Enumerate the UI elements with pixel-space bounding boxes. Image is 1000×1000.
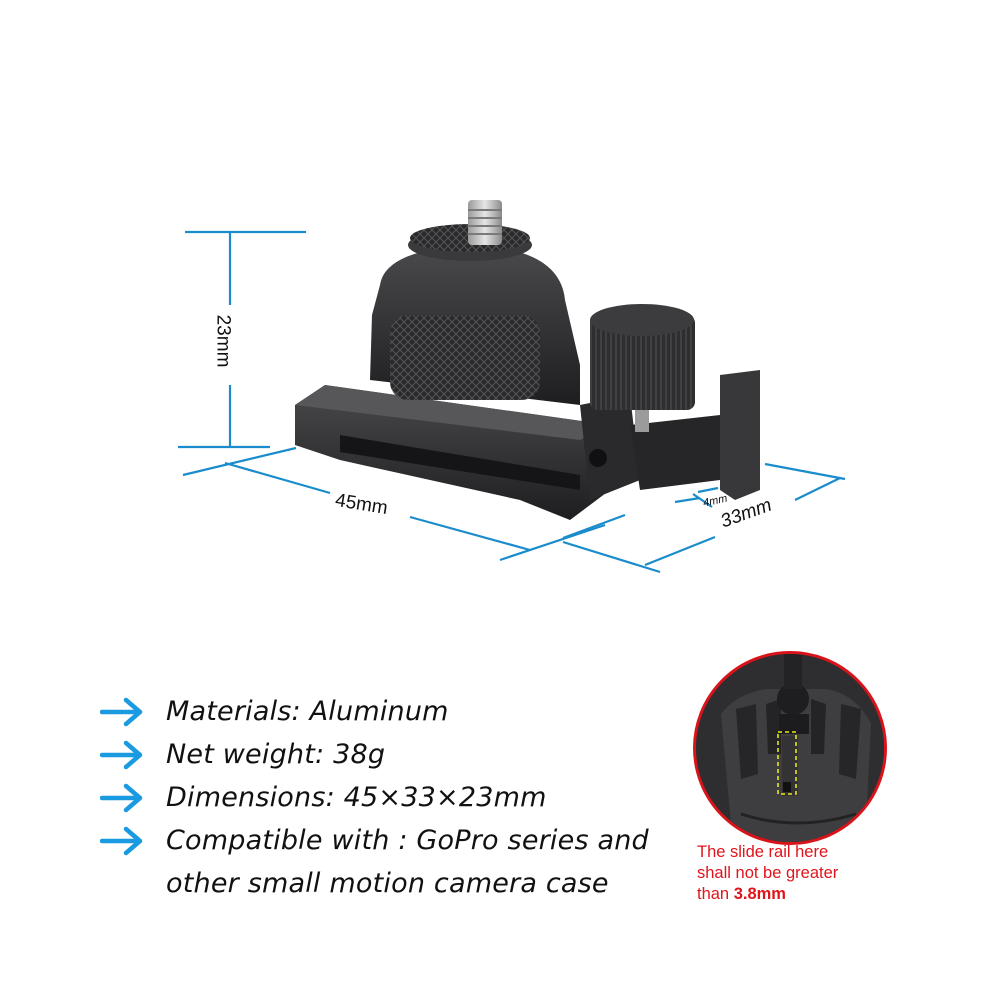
spec-item-compatibility-continued: other small motion camera case: [100, 862, 680, 905]
spec-text: Materials: Aluminum: [166, 696, 449, 727]
spec-item-compatibility: Compatible with : GoPro series and: [100, 819, 680, 862]
caption-line-3: than 3.8mm: [697, 884, 917, 905]
product-image: [295, 200, 760, 520]
spec-text: Dimensions: 45×33×23mm: [166, 782, 547, 813]
arrow-right-icon: [100, 740, 143, 769]
spec-text: Net weight: 38g: [166, 739, 386, 770]
slide-rail-detail-inset: [693, 651, 887, 845]
spec-text: Compatible with : GoPro series and: [166, 825, 649, 856]
caption-line-2: shall not be greater: [697, 864, 839, 882]
caption-line-1: The slide rail here: [697, 843, 829, 861]
spec-item-dimensions: Dimensions: 45×33×23mm: [100, 776, 680, 819]
arrow-right-icon: [100, 783, 143, 812]
arrow-right-icon: [100, 826, 143, 855]
height-dimension-label: 23mm: [212, 314, 234, 368]
arrow-right-icon: [100, 697, 143, 726]
caption-value: 3.8mm: [733, 885, 786, 903]
spec-text: other small motion camera case: [166, 868, 609, 899]
caption-prefix: than: [697, 885, 734, 903]
specs-list: Materials: Aluminum Net weight: 38g Dime…: [100, 690, 680, 905]
spec-item-weight: Net weight: 38g: [100, 733, 680, 776]
slide-rail-caption: The slide rail here shall not be greater…: [697, 842, 917, 905]
spec-item-materials: Materials: Aluminum: [100, 690, 680, 733]
slide-rail-detail-image: [696, 654, 884, 842]
